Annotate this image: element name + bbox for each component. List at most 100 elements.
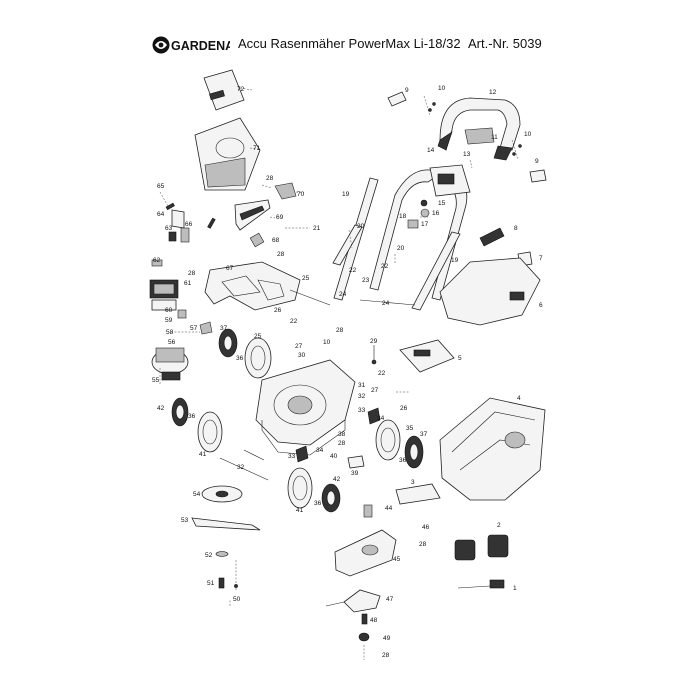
batteries-2 — [454, 534, 509, 561]
label-54: 54 — [193, 491, 201, 498]
label-58: 58 — [166, 329, 174, 336]
label-36-c: 36 — [399, 457, 407, 464]
battery-box-5 — [399, 339, 455, 373]
label-66: 66 — [185, 221, 193, 228]
clip-9-right — [529, 169, 547, 183]
label-32-b: 32 — [237, 464, 245, 471]
label-5: 5 — [458, 355, 462, 362]
label-67: 67 — [226, 265, 234, 272]
battery-housing-71 — [194, 117, 261, 191]
label-28-e: 28 — [338, 440, 346, 447]
label-26-a: 26 — [274, 307, 282, 314]
label-61: 61 — [184, 280, 192, 287]
label-17: 17 — [421, 221, 429, 228]
handle-rail-69 — [207, 199, 276, 248]
screw-51 — [218, 577, 225, 589]
small-parts-left-upper — [159, 191, 190, 243]
screws-10 — [423, 95, 522, 161]
label-68: 68 — [272, 237, 280, 244]
label-10-a: 10 — [323, 339, 331, 346]
small-parts-15-17 — [407, 199, 430, 229]
label-55: 55 — [152, 377, 160, 384]
blade-53 — [191, 517, 261, 531]
part-8 — [479, 227, 505, 247]
rod-24 — [289, 289, 416, 306]
label-25: 25 — [254, 333, 262, 340]
wheel-35-right — [375, 419, 401, 461]
label-40: 40 — [330, 453, 338, 460]
label-6: 6 — [539, 302, 543, 309]
spring-29 — [371, 345, 377, 365]
label-10-c: 10 — [524, 131, 532, 138]
label-38: 38 — [338, 431, 346, 438]
label-47: 47 — [386, 596, 394, 603]
label-36-b: 36 — [236, 355, 244, 362]
battery-cover-72 — [203, 69, 253, 111]
handle-bar-12 — [437, 97, 521, 161]
label-42-a: 42 — [157, 405, 165, 412]
label-28-d: 28 — [336, 327, 344, 334]
rear-cover-6 — [439, 257, 541, 326]
label-18: 18 — [399, 213, 407, 220]
cover-45 — [334, 529, 397, 577]
label-42-b: 42 — [333, 476, 341, 483]
article-number: Art.-Nr. 5039 — [468, 36, 542, 51]
label-27-b: 27 — [371, 387, 379, 394]
label-56: 56 — [168, 339, 176, 346]
label-65: 65 — [157, 183, 165, 190]
label-26-b: 26 — [400, 405, 408, 412]
label-27-a: 27 — [295, 343, 303, 350]
battery-pack-61 — [149, 259, 187, 319]
label-45: 45 — [393, 556, 401, 563]
label-46: 46 — [422, 524, 430, 531]
label-15: 15 — [438, 200, 446, 207]
label-28-g: 28 — [382, 652, 390, 659]
label-13: 13 — [463, 151, 471, 158]
label-28-c: 28 — [188, 270, 196, 277]
diagram-title: Accu Rasenmäher PowerMax Li-18/32 — [238, 36, 461, 51]
label-62: 62 — [153, 257, 161, 264]
screw-50 — [234, 560, 238, 590]
label-29: 29 — [370, 338, 378, 345]
control-panel-14 — [429, 164, 471, 197]
label-28-a: 28 — [266, 175, 274, 182]
label-70: 70 — [297, 191, 305, 198]
label-53: 53 — [181, 517, 189, 524]
label-64: 64 — [157, 211, 165, 218]
leader-lines — [229, 159, 473, 606]
label-14: 14 — [427, 147, 435, 154]
parts-48-49 — [358, 613, 370, 660]
label-71: 71 — [253, 145, 261, 152]
label-49: 49 — [383, 635, 391, 642]
axle-32 — [219, 449, 269, 481]
label-21: 21 — [313, 225, 321, 232]
label-28-f: 28 — [419, 541, 427, 548]
motor-56 — [151, 347, 189, 384]
fan-54 — [201, 485, 243, 503]
wheel-42-lower — [321, 483, 341, 513]
label-8: 8 — [514, 225, 518, 232]
wheel-42-left — [171, 397, 189, 427]
label-12: 12 — [489, 89, 497, 96]
label-25-b: 25 — [302, 275, 310, 282]
label-37-a: 37 — [220, 325, 228, 332]
wheel-36-upper — [244, 337, 272, 379]
wheel-41-lower — [287, 467, 313, 509]
small-parts-57-58 — [171, 321, 213, 335]
label-63: 63 — [165, 225, 173, 232]
label-39: 39 — [351, 470, 359, 477]
header: GARDENA Accu Rasenmäher PowerMax Li-18/3… — [150, 34, 550, 56]
label-33-b: 33 — [288, 453, 296, 460]
label-20-b: 20 — [397, 245, 405, 252]
label-35: 35 — [406, 425, 414, 432]
label-24-a: 24 — [339, 291, 347, 298]
brand-name: GARDENA — [171, 39, 230, 53]
label-32-a: 32 — [358, 393, 366, 400]
handle-tube-19-left — [332, 177, 379, 301]
label-52: 52 — [205, 552, 213, 559]
label-37-b: 37 — [420, 431, 428, 438]
label-9-b: 9 — [535, 158, 539, 165]
label-51: 51 — [207, 580, 215, 587]
charger-1 — [457, 579, 505, 589]
label-22-a: 22 — [290, 318, 298, 325]
